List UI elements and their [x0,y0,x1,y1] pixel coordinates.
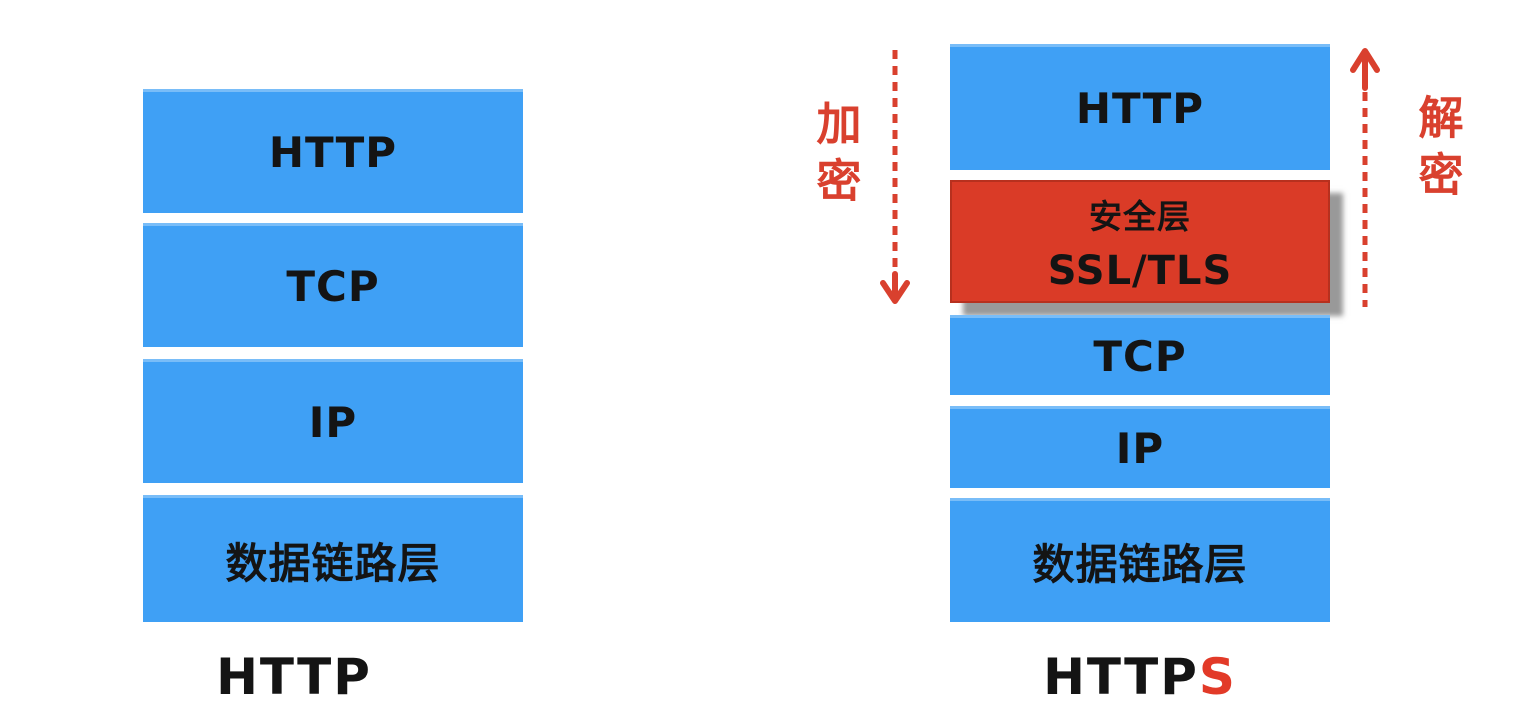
left-layer-datalink-label: 数据链路层 [225,538,441,588]
right-layer-ip-label: IP [1115,424,1165,473]
right-layer-datalink-label: 数据链路层 [1032,540,1248,589]
right-layer-datalink: 数据链路层 [950,498,1330,622]
right-layer-http: HTTP [950,44,1330,170]
decrypt-label: 解密 [1410,94,1464,208]
left-layer-tcp-label: TCP [286,262,380,311]
right-stack-caption: HTTPS [950,648,1330,706]
security-layer-protocol: SSL/TLS [1047,247,1233,294]
left-layer-datalink: 数据链路层 [143,495,523,622]
left-layer-tcp: TCP [143,223,523,347]
right-layer-http-label: HTTP [1075,84,1205,133]
security-layer-name: 安全层 [1089,196,1191,236]
left-stack-caption-text: HTTP [216,648,372,706]
right-layer-security: 安全层 SSL/TLS [950,180,1330,303]
left-layer-http-label: HTTP [268,128,398,177]
left-stack-caption: HTTP [104,648,484,706]
right-layer-tcp-label: TCP [1093,332,1187,381]
right-stack-caption-text: HTTP [1043,648,1199,706]
left-layer-ip: IP [143,359,523,483]
encrypt-arrow-down-icon [880,50,910,304]
right-layer-ip: IP [950,406,1330,488]
right-layer-tcp: TCP [950,315,1330,395]
left-layer-http: HTTP [143,89,523,213]
right-stack-caption-s: S [1198,648,1237,706]
encrypt-label: 加密 [808,100,862,214]
decrypt-arrow-up-icon [1350,48,1380,307]
left-layer-ip-label: IP [308,398,358,447]
